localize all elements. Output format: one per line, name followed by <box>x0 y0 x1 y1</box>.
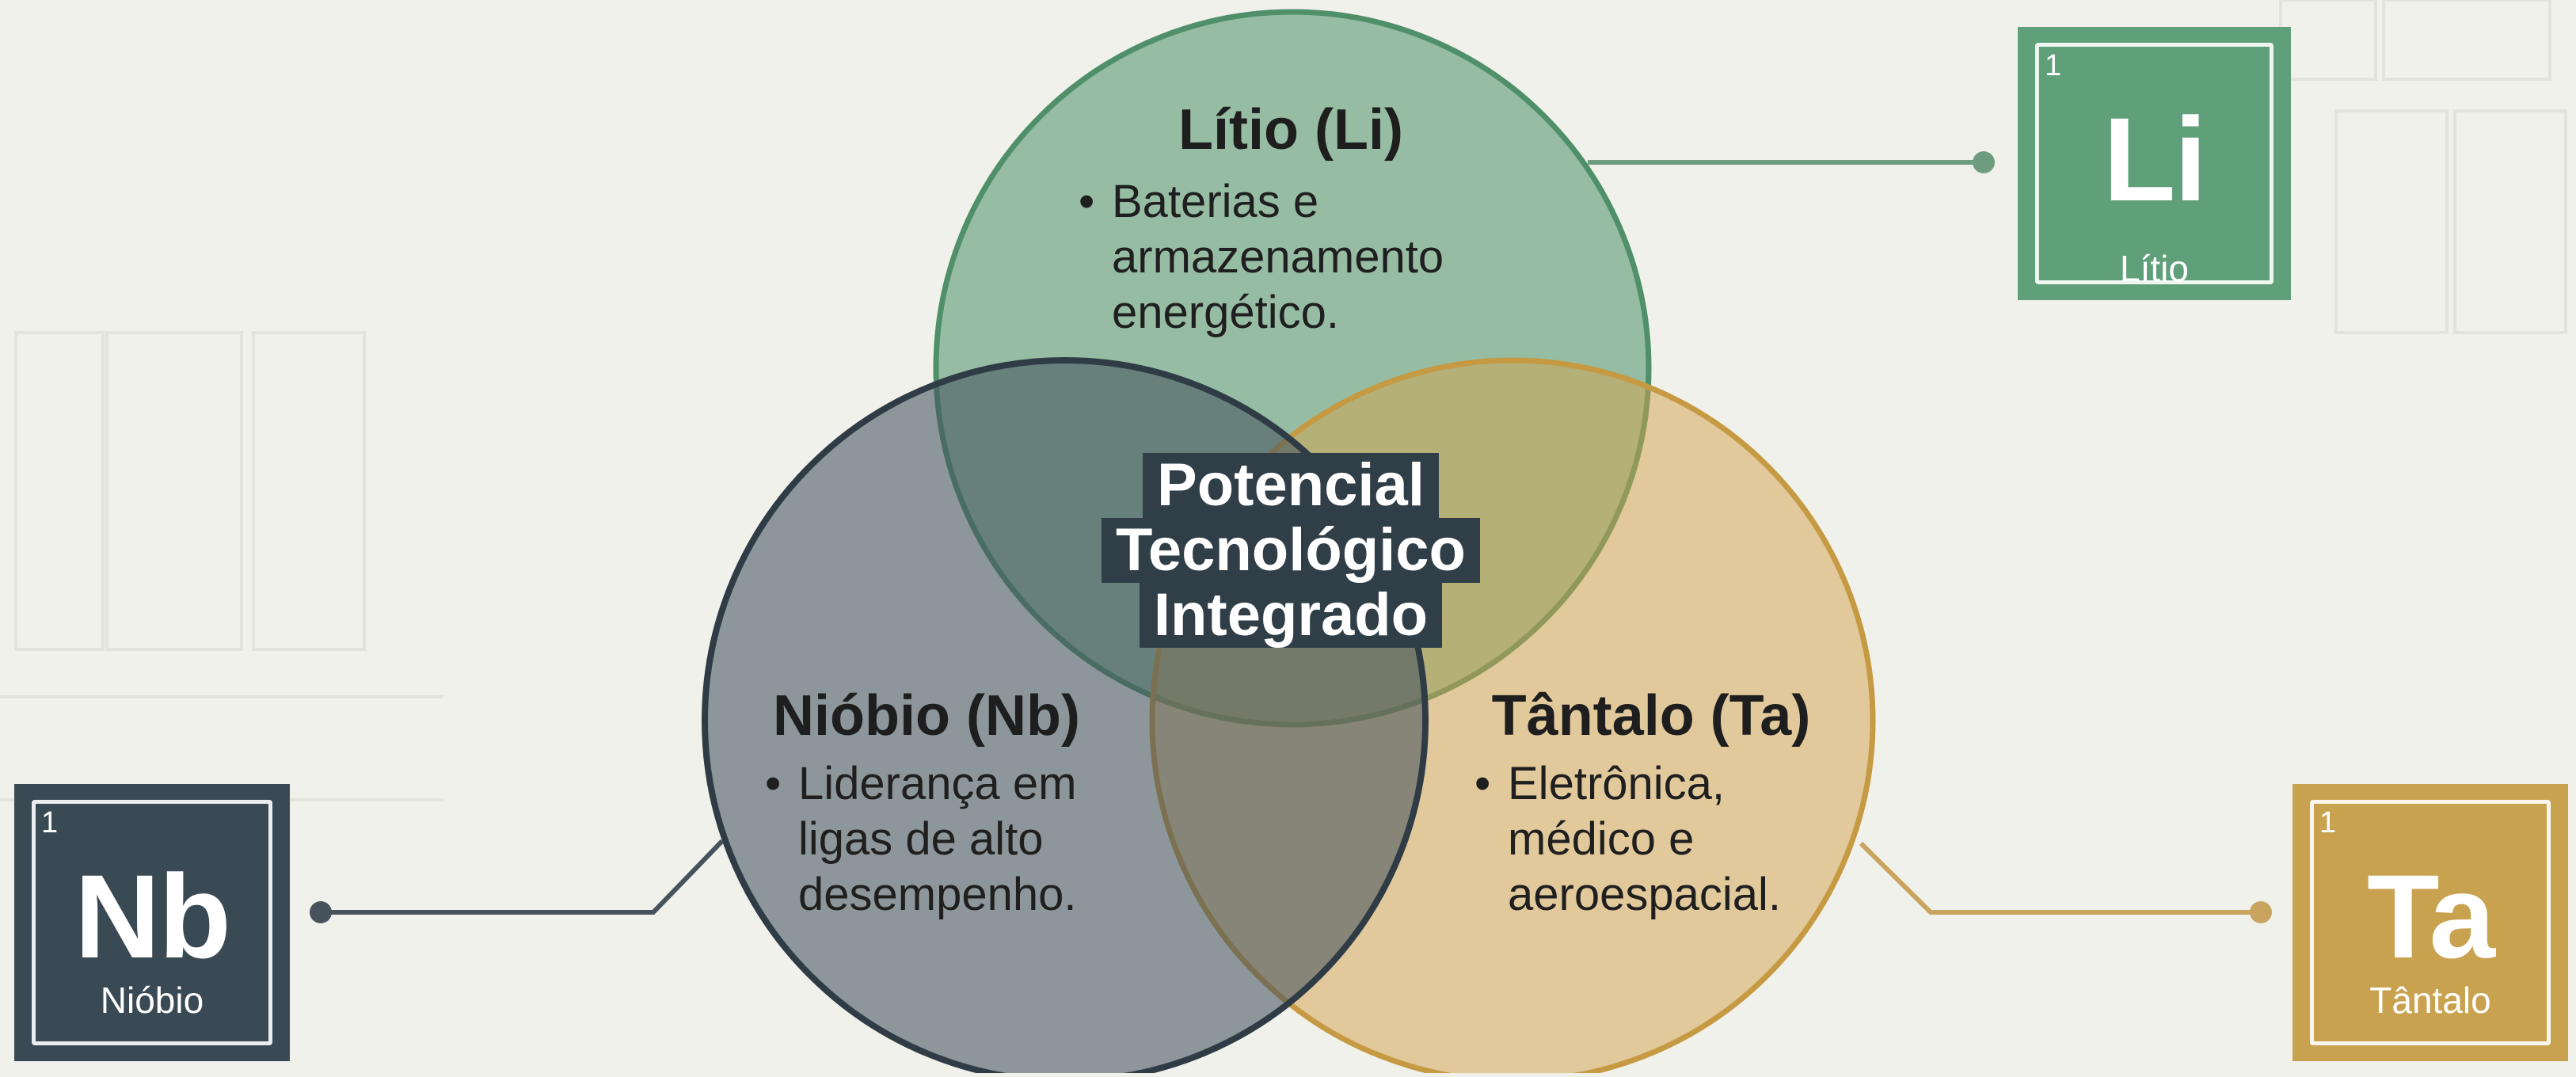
element-tile-ta: 1 Ta Tântalo <box>2293 784 2568 1061</box>
atomic-number: 1 <box>2319 806 2337 839</box>
element-tile-nb: 1 Nb Nióbio <box>14 784 290 1061</box>
tile-border <box>2310 800 2551 1045</box>
connector-niobio <box>310 839 725 923</box>
element-name: Tântalo <box>2369 980 2491 1021</box>
element-name: Nióbio <box>100 980 204 1021</box>
bullet-icon: • <box>765 758 782 809</box>
niobio-title: Nióbio (Nb) <box>773 684 1080 748</box>
connector-tantalo <box>1859 841 2272 923</box>
atomic-number: 1 <box>41 806 59 839</box>
connector-litio <box>1588 151 1995 173</box>
tantalo-title: Tântalo (Ta) <box>1491 684 1811 748</box>
bullet-icon: • <box>1474 758 1491 809</box>
tile-border <box>32 800 272 1045</box>
element-symbol: Ta <box>2367 850 2495 983</box>
litio-title: Lítio (Li) <box>1178 98 1403 162</box>
atomic-number: 1 <box>2045 49 2062 82</box>
center-label-line-3: Integrado <box>1139 583 1443 648</box>
element-symbol: Li <box>2102 93 2207 226</box>
element-name: Lítio <box>2120 248 2189 289</box>
center-label-line-1: Potencial <box>1143 453 1439 518</box>
tile-border <box>2035 43 2274 284</box>
bullet-icon: • <box>1079 176 1095 227</box>
element-tile-li: 1 Li Lítio <box>2018 27 2291 300</box>
center-label-line-2: Tecnológico <box>1102 518 1480 583</box>
center-label: Potencial Tecnológico Integrado <box>1053 453 1528 648</box>
element-symbol: Nb <box>74 850 231 983</box>
